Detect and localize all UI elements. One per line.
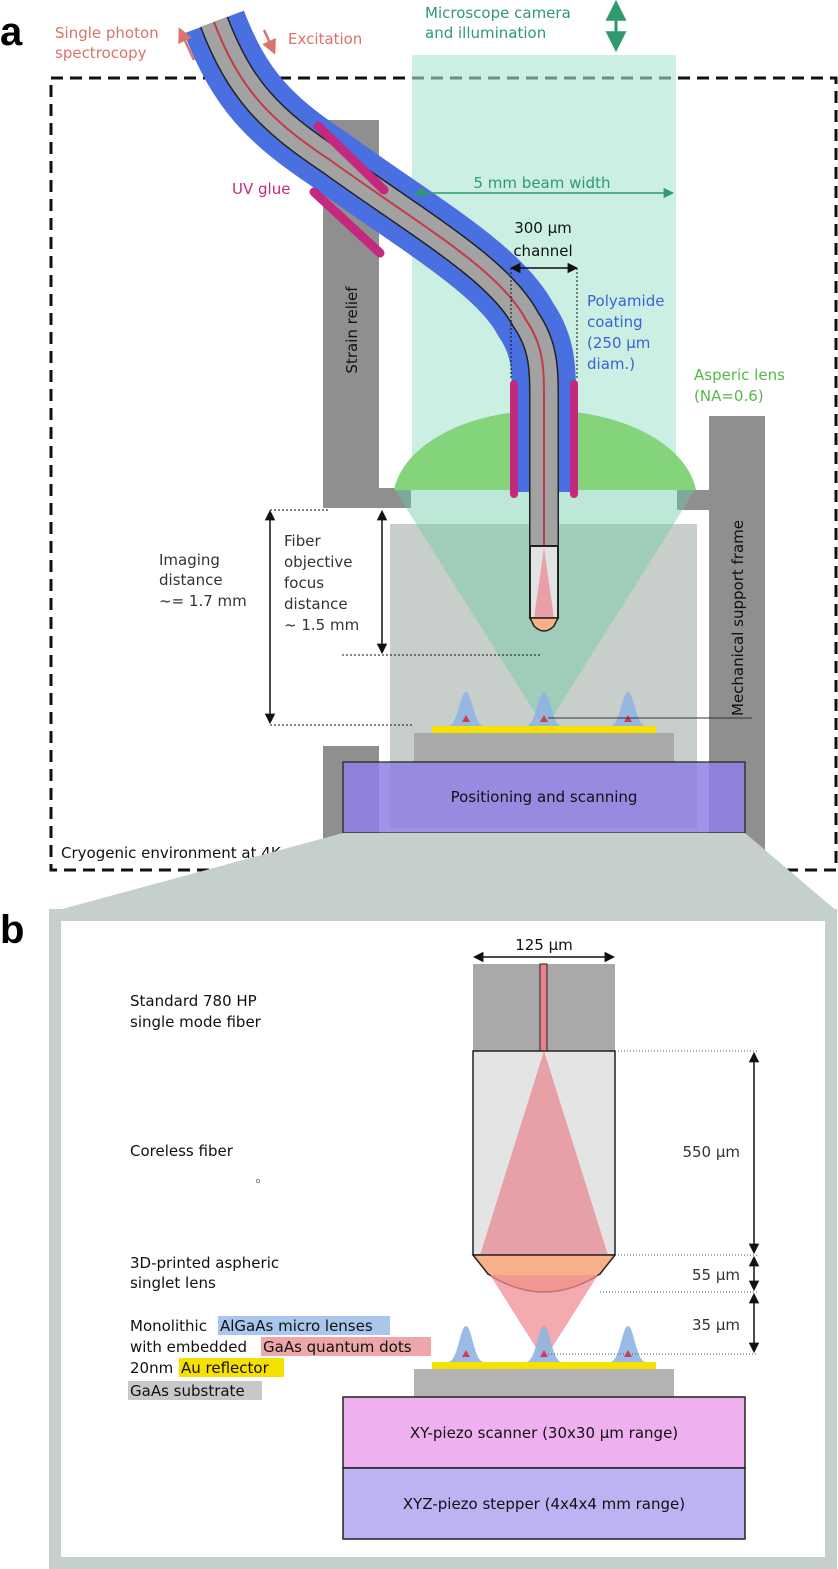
stray-dot [255,1179,260,1184]
cryogenic-box [49,76,838,872]
channel-label-2: channel [513,242,572,260]
imaging-label-2: distance [159,571,223,589]
xy-piezo-label: XY-piezo scanner (30x30 µm range) [410,1424,678,1442]
fiber-core [213,21,545,548]
dim-35-label: 35 µm [692,1316,740,1334]
uv-glue-lower [309,187,385,258]
quantum-dot-left [462,715,470,722]
asperic-label-2: (NA=0.6) [694,387,764,405]
strain-relief-label: Strain relief [343,286,361,374]
fiber-focus-label-2: objective [284,553,353,571]
standard-fiber-core [539,963,548,1052]
quantum-dot-b-right [624,1350,632,1357]
single-photon-arrow [178,27,196,61]
cryo-label: Cryogenic environment at 4K [61,844,282,862]
positioning-block[interactable] [342,761,746,834]
dim-550-label: 550 µm [682,1143,740,1161]
microscope-label-2: and illumination [425,24,546,42]
zoom-connector [51,833,838,912]
channel-label-1: 300 µm [514,219,572,237]
polyamide-label-1: Polyamide [587,292,664,310]
substrate-label: GaAs substrate [130,1382,245,1400]
fiber-focus-label-3: focus [284,574,324,592]
quantum-dot-center [540,715,548,722]
fiber-focus-label-5: ~ 1.5 mm [284,616,359,634]
microscope-label-1: Microscope camera [425,4,571,22]
coreless-label: Coreless fiber [130,1142,234,1160]
standard-fiber-label-2: single mode fiber [130,1013,262,1031]
gaas-substrate-b [414,1369,674,1397]
xyz-piezo-stepper[interactable] [342,1467,746,1540]
au-reflector-b [432,1362,656,1369]
fiber-tip-lens [528,617,560,632]
uv-glue-right [570,380,578,498]
beam-width-label: 5 mm beam width [474,174,611,192]
micro-lens-b-right [610,1326,646,1362]
uv-glue-label: UV glue [232,180,290,198]
single-photon-label-2: spectrocopy [55,44,147,62]
polyamide-label-2: coating [587,313,643,331]
micro-lens-b-center [526,1326,562,1362]
substrate-highlight [128,1381,262,1400]
excitation-label: Excitation [288,30,362,48]
quantum-dot-b-left [462,1350,470,1357]
algaas-highlight [218,1316,390,1335]
imaging-label-3: ~= 1.7 mm [159,592,247,610]
gaas-qd-label: GaAs quantum dots [263,1338,412,1356]
fiber-focus-label-1: Fiber [284,532,321,550]
gaas-qd-highlight [261,1337,431,1356]
panel-b-letter: b [0,908,24,952]
micro-lens-left [448,692,484,726]
imaging-label-1: Imaging [159,551,220,569]
gaas-substrate-a [414,733,674,763]
width-125-label: 125 µm [515,936,573,954]
fiber-tip-beam [534,548,554,618]
quantum-dot-b-center [540,1350,548,1357]
asperic-label-1: Asperic lens [694,366,785,384]
focus-beam [490,1275,598,1354]
single-photon-label-1: Single photon [55,24,159,42]
standard-fiber-label-1: Standard 780 HP [130,992,257,1010]
positioning-label: Positioning and scanning [451,788,638,806]
excitation-arrow [262,29,276,55]
algaas-label: AlGaAs micro lenses [220,1317,373,1335]
uv-glue-upper [313,121,389,195]
panel-a-letter: a [0,10,23,54]
printed-lens-label-2: singlet lens [130,1274,216,1292]
au-reflector-a [432,726,656,733]
reflector-prefix: 20nm [130,1359,173,1377]
au-reflector-label: Au reflector [181,1359,270,1377]
polyamide-label-3: (250 µm [587,334,650,352]
support-frame-foot [677,490,717,510]
strain-relief-foot [323,488,411,508]
embedded-prefix: with embedded [130,1338,247,1356]
au-highlight [179,1358,284,1377]
uv-glue-left [510,380,518,498]
polyamide-label-4: diam.) [587,355,635,373]
dim-55-label: 55 µm [692,1266,740,1284]
fiber-focus-label-4: distance [284,595,348,613]
printed-lens-label-1: 3D-printed aspheric [130,1254,279,1272]
xyz-piezo-label: XYZ-piezo stepper (4x4x4 mm range) [403,1495,685,1513]
xy-piezo-scanner[interactable] [342,1396,746,1469]
monolithic-prefix: Monolithic [130,1317,207,1335]
micro-lens-b-left [448,1326,484,1362]
coreless-beam [480,1051,608,1255]
support-frame-label: Mechanical support frame [729,520,747,716]
